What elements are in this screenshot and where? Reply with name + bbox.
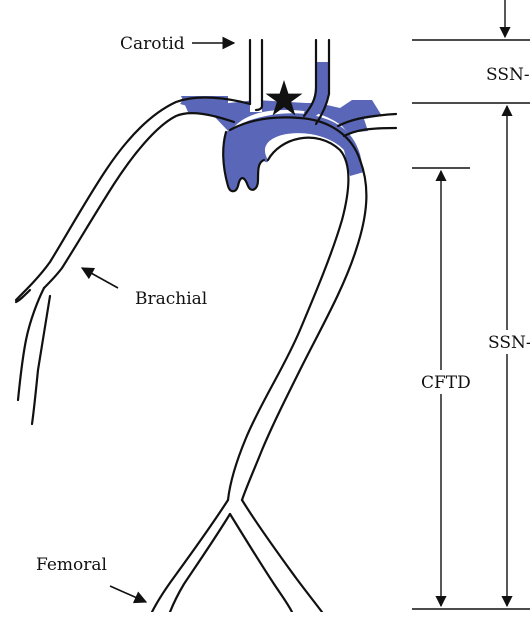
iliac-left-outer: [152, 500, 228, 612]
ssn-f-label: SSN-F: [488, 333, 530, 353]
cftd-label: CFTD: [421, 373, 471, 393]
femoral-arrow: [110, 586, 146, 602]
ssn-c-label: SSN-C: [486, 65, 530, 85]
pointer-arrows: [82, 43, 234, 602]
brachial-fork-a: [18, 288, 44, 400]
brachial-fork-b: [32, 296, 50, 424]
measurement-lines: [412, 0, 530, 609]
brachial-inner: [44, 113, 234, 288]
descending-aorta-left: [228, 138, 349, 500]
brachial-arrow: [82, 268, 118, 288]
femoral-label: Femoral: [36, 555, 107, 575]
brachial-label: Brachial: [135, 289, 207, 309]
brachial-outer: [16, 98, 250, 300]
iliac-left-inner: [170, 514, 230, 612]
carotid-label: Carotid: [120, 34, 185, 54]
descending-aorta-right: [242, 160, 366, 500]
vessel-outlines: [16, 40, 396, 612]
left-carotid-highlight: [250, 40, 262, 112]
